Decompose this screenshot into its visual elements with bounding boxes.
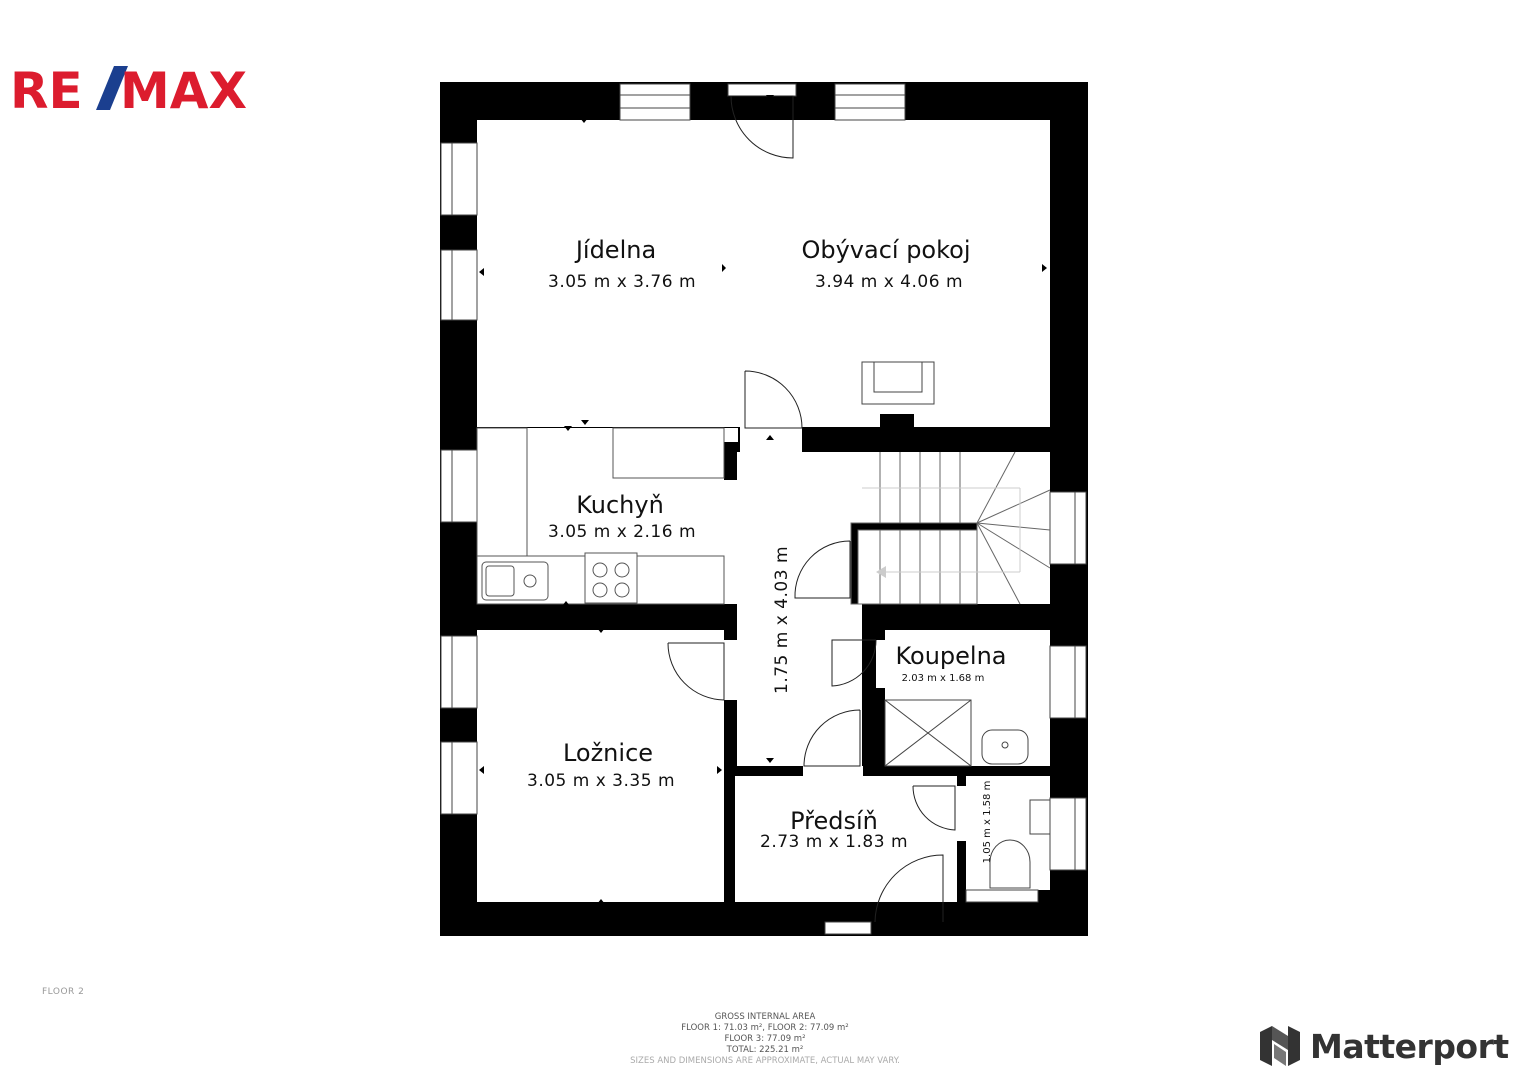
gross-internal-area: GROSS INTERNAL AREA FLOOR 1: 71.03 m², F… xyxy=(560,1012,970,1067)
room-name-predsin: Předsíň xyxy=(790,807,878,835)
kitchen-fixtures xyxy=(476,427,725,605)
room-name-jidelna: Jídelna xyxy=(574,236,656,264)
matterport-wordmark: Matterport xyxy=(1310,1026,1509,1066)
room-name-loznice: Ložnice xyxy=(563,739,653,767)
floor-label: FLOOR 2 xyxy=(42,987,85,997)
bathroom-fixtures xyxy=(884,699,1051,889)
room-name-koupelna: Koupelna xyxy=(895,642,1006,670)
room-labels: Jídelna 3.05 m x 3.76 m Obývací pokoj 3.… xyxy=(527,236,1007,863)
windows xyxy=(440,83,1087,935)
room-size-kuchyn: 3.05 m x 2.16 m xyxy=(548,522,696,542)
remax-logo-slash xyxy=(96,66,128,110)
wc-size: 1.05 m x 1.58 m xyxy=(982,781,993,864)
room-size-koupelna: 2.03 m x 1.68 m xyxy=(902,673,985,684)
area-note: SIZES AND DIMENSIONS ARE APPROXIMATE, AC… xyxy=(630,1056,900,1066)
remax-logo: RE MAX xyxy=(10,62,246,114)
fireplace xyxy=(861,361,935,428)
area-title: GROSS INTERNAL AREA xyxy=(714,1012,816,1022)
matterport-logo: Matterport xyxy=(1258,1022,1509,1070)
staircase xyxy=(850,451,1051,605)
dimension-markers xyxy=(479,95,1047,904)
matterport-icon xyxy=(1260,1026,1300,1066)
room-size-loznice: 3.05 m x 3.35 m xyxy=(527,771,675,791)
corridor-size: 1.75 m x 4.03 m xyxy=(772,546,792,694)
area-line-1: FLOOR 1: 71.03 m², FLOOR 2: 77.09 m² xyxy=(681,1023,849,1033)
room-size-jidelna: 3.05 m x 3.76 m xyxy=(548,272,696,292)
area-line-2: FLOOR 3: 77.09 m² xyxy=(724,1034,806,1044)
area-total: TOTAL: 225.21 m² xyxy=(726,1045,804,1055)
room-size-obyvaci-pokoj: 3.94 m x 4.06 m xyxy=(815,272,963,292)
room-size-predsin: 2.73 m x 1.83 m xyxy=(760,832,908,852)
doors xyxy=(667,95,956,923)
remax-logo-re: RE xyxy=(10,62,83,114)
room-name-kuchyn: Kuchyň xyxy=(576,491,664,519)
remax-logo-max: MAX xyxy=(120,62,246,114)
room-name-obyvaci-pokoj: Obývací pokoj xyxy=(801,236,970,264)
